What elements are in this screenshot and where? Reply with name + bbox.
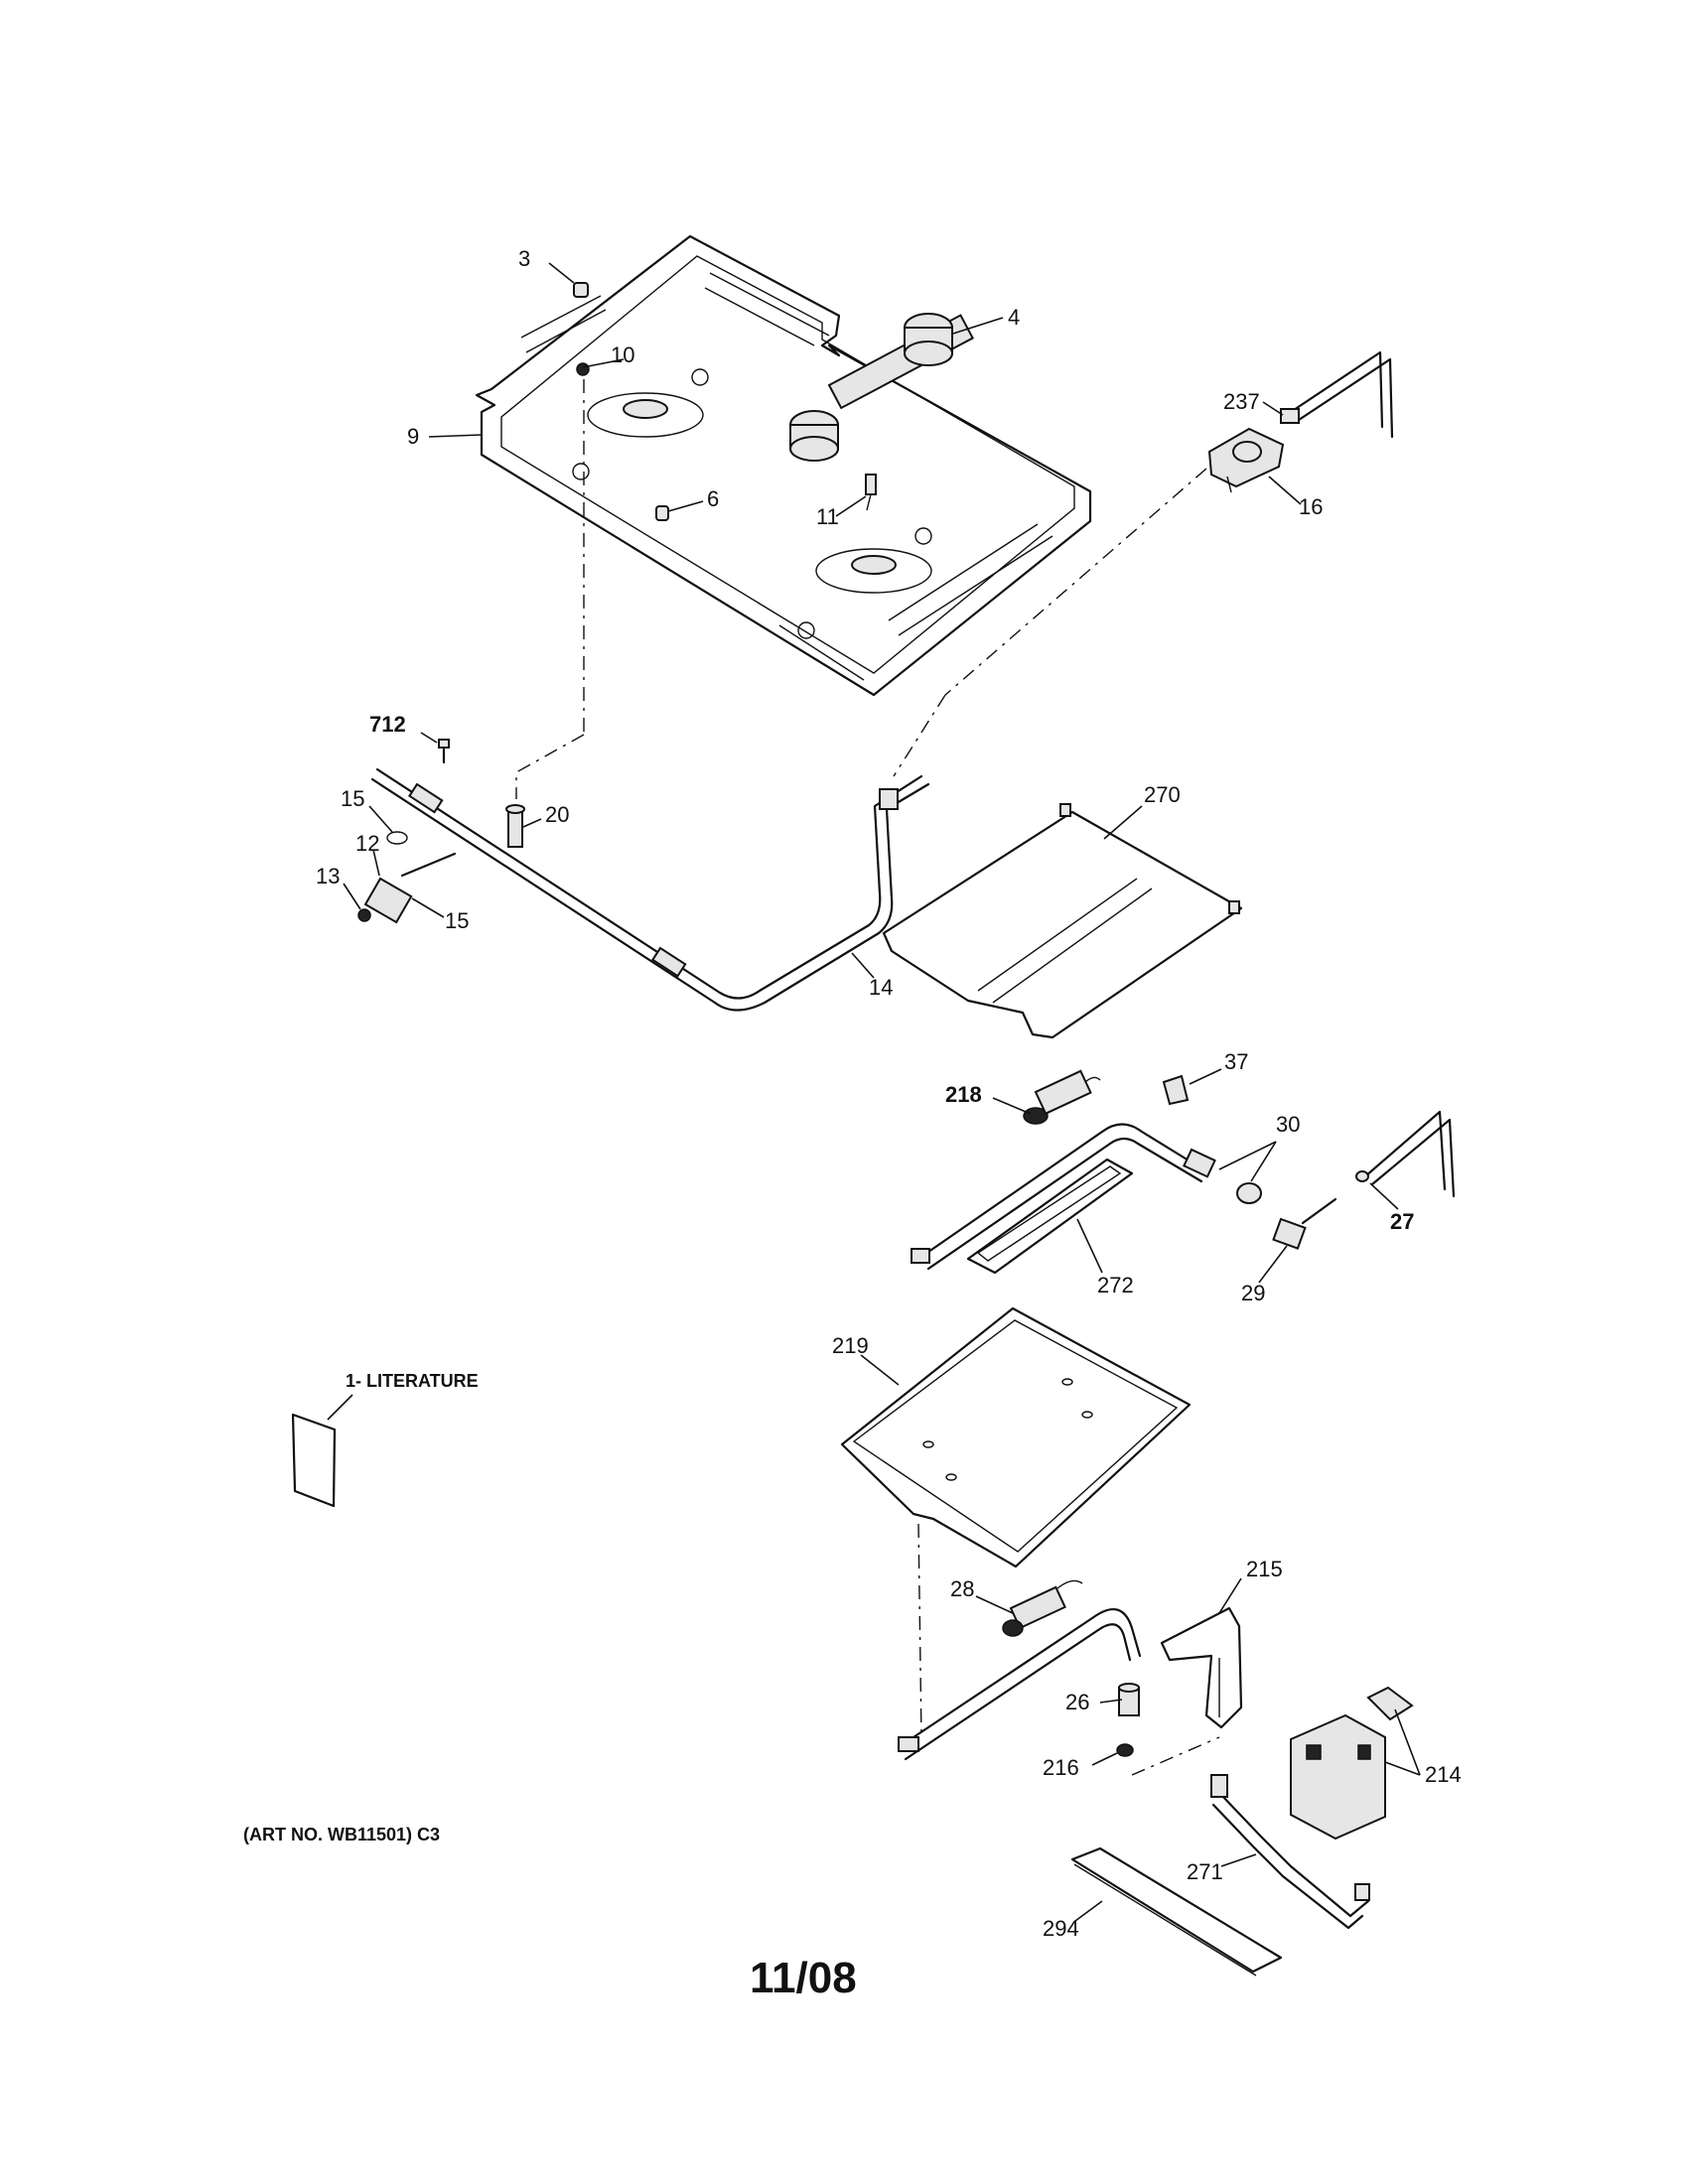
label-218: 218: [945, 1082, 982, 1107]
label-712: 712: [369, 712, 406, 737]
label-37: 37: [1224, 1049, 1248, 1074]
label-9: 9: [407, 424, 419, 449]
igniter-28: [1002, 1579, 1083, 1637]
baffle-270: [882, 803, 1243, 1039]
label-13: 13: [316, 864, 340, 888]
tube-271: [1210, 1774, 1370, 1930]
gas-tube-237: [1280, 350, 1394, 439]
drip-shield-294: [1070, 1846, 1283, 1977]
igniter-218: [1023, 1069, 1101, 1125]
bracket-37: [1162, 1074, 1190, 1106]
leader-lines: [327, 262, 1421, 1922]
label-28: 28: [950, 1576, 974, 1601]
label-10: 10: [611, 342, 634, 367]
orifice-holder-26: [1118, 1683, 1140, 1716]
fitting-29: [1272, 1197, 1337, 1250]
label-272: 272: [1097, 1273, 1134, 1297]
bracket-215: [1160, 1606, 1243, 1729]
label-15-upper: 15: [341, 786, 364, 811]
label-237: 237: [1223, 389, 1260, 414]
label-12: 12: [355, 831, 379, 856]
nut-216: [1116, 1743, 1134, 1757]
label-216: 216: [1043, 1755, 1079, 1780]
clip-11: [865, 474, 877, 511]
label-270: 270: [1144, 782, 1181, 807]
oven-bottom-219: [840, 1306, 1192, 1569]
label-219: 219: [832, 1333, 869, 1358]
screw-712: [438, 739, 450, 764]
label-20: 20: [545, 802, 569, 827]
manifold-pipe-14: [370, 767, 930, 1012]
burner-spreader-272: [966, 1158, 1134, 1275]
orifice-20: [505, 804, 525, 848]
label-6: 6: [707, 486, 719, 511]
screw-3: [573, 282, 589, 298]
label-literature: 1- LITERATURE: [346, 1371, 479, 1391]
bracket-16: [1207, 427, 1285, 493]
oven-burner-tube: [911, 1123, 1208, 1271]
label-16: 16: [1299, 494, 1323, 519]
grommet-10: [576, 362, 590, 376]
label-11: 11: [816, 504, 839, 529]
label-30: 30: [1276, 1112, 1300, 1137]
label-294: 294: [1043, 1916, 1079, 1941]
art-number: (ART NO. WB11501) C3: [243, 1825, 441, 1844]
page-number: 11/08: [750, 1954, 857, 2002]
label-14: 14: [869, 975, 893, 1000]
label-26: 26: [1065, 1690, 1089, 1714]
label-271: 271: [1187, 1859, 1223, 1884]
label-29: 29: [1241, 1281, 1265, 1305]
safety-valve-214: [1290, 1686, 1414, 1841]
screw-6: [655, 505, 669, 521]
burner-box-tray: [475, 234, 1092, 697]
label-15-lower: 15: [445, 908, 469, 933]
literature-packet: [291, 1413, 337, 1508]
valve-15-12-13: [357, 831, 457, 924]
broil-burner-tube: [897, 1607, 1142, 1761]
label-4: 4: [1008, 305, 1020, 330]
label-3: 3: [518, 246, 530, 271]
orifice-30: [1183, 1148, 1262, 1204]
label-27: 27: [1390, 1209, 1414, 1234]
alignment-lines: [515, 379, 1220, 1776]
label-215: 215: [1246, 1557, 1283, 1581]
label-214: 214: [1425, 1762, 1462, 1787]
burner-valve-assembly: [789, 313, 975, 462]
tube-27: [1355, 1110, 1456, 1198]
